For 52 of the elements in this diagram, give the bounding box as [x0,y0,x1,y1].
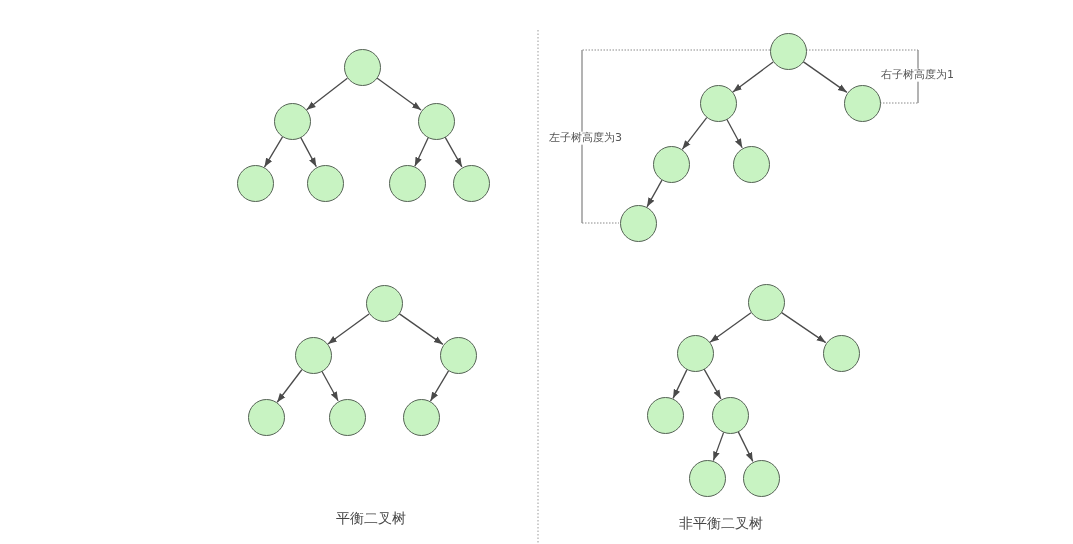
caption: 非平衡二叉树 [678,514,764,532]
tree-node [822,334,860,372]
arrow [646,179,663,208]
dimension-label: 右子树高度为1 [880,68,955,82]
tree-node [646,396,684,434]
arrow [780,311,827,344]
arrow [414,137,429,167]
tree-node [843,84,881,122]
dimension-label: 左子树高度为3 [548,131,623,145]
arrow [306,77,348,111]
tree-node [294,336,332,374]
tree-node [732,145,770,183]
arrow [398,313,444,345]
tree-node [388,164,426,202]
arrow [321,370,339,402]
arrow [737,430,754,463]
tree-node [365,284,403,322]
arrow [732,61,774,93]
arrow [263,136,284,168]
arrow [726,118,743,149]
tree-node [273,102,311,140]
tree-node [247,398,285,436]
tree-node [676,334,714,372]
arrow [712,431,725,462]
tree-node [619,204,657,242]
arrow [300,136,317,168]
tree-node [417,102,455,140]
arrow [376,77,422,111]
tree-node [699,84,737,122]
arrow [444,136,463,168]
tree-node [742,459,780,497]
caption: 平衡二叉树 [335,509,407,527]
tree-node [711,396,749,434]
arrow [672,369,688,399]
tree-node [452,164,490,202]
tree-node [769,32,807,70]
tree-node [439,336,477,374]
arrow [276,369,303,403]
tree-node [688,459,726,497]
tree-node [328,398,366,436]
tree-node [402,398,440,436]
tree-node [236,164,274,202]
arrow [327,313,370,345]
arrow [429,370,450,402]
arrow [681,117,708,150]
tree-node [652,145,690,183]
tree-node [747,283,785,321]
tree-node [306,164,344,202]
arrow [802,61,848,93]
tree-node [343,48,381,86]
arrow [703,368,722,400]
arrow [709,312,752,343]
